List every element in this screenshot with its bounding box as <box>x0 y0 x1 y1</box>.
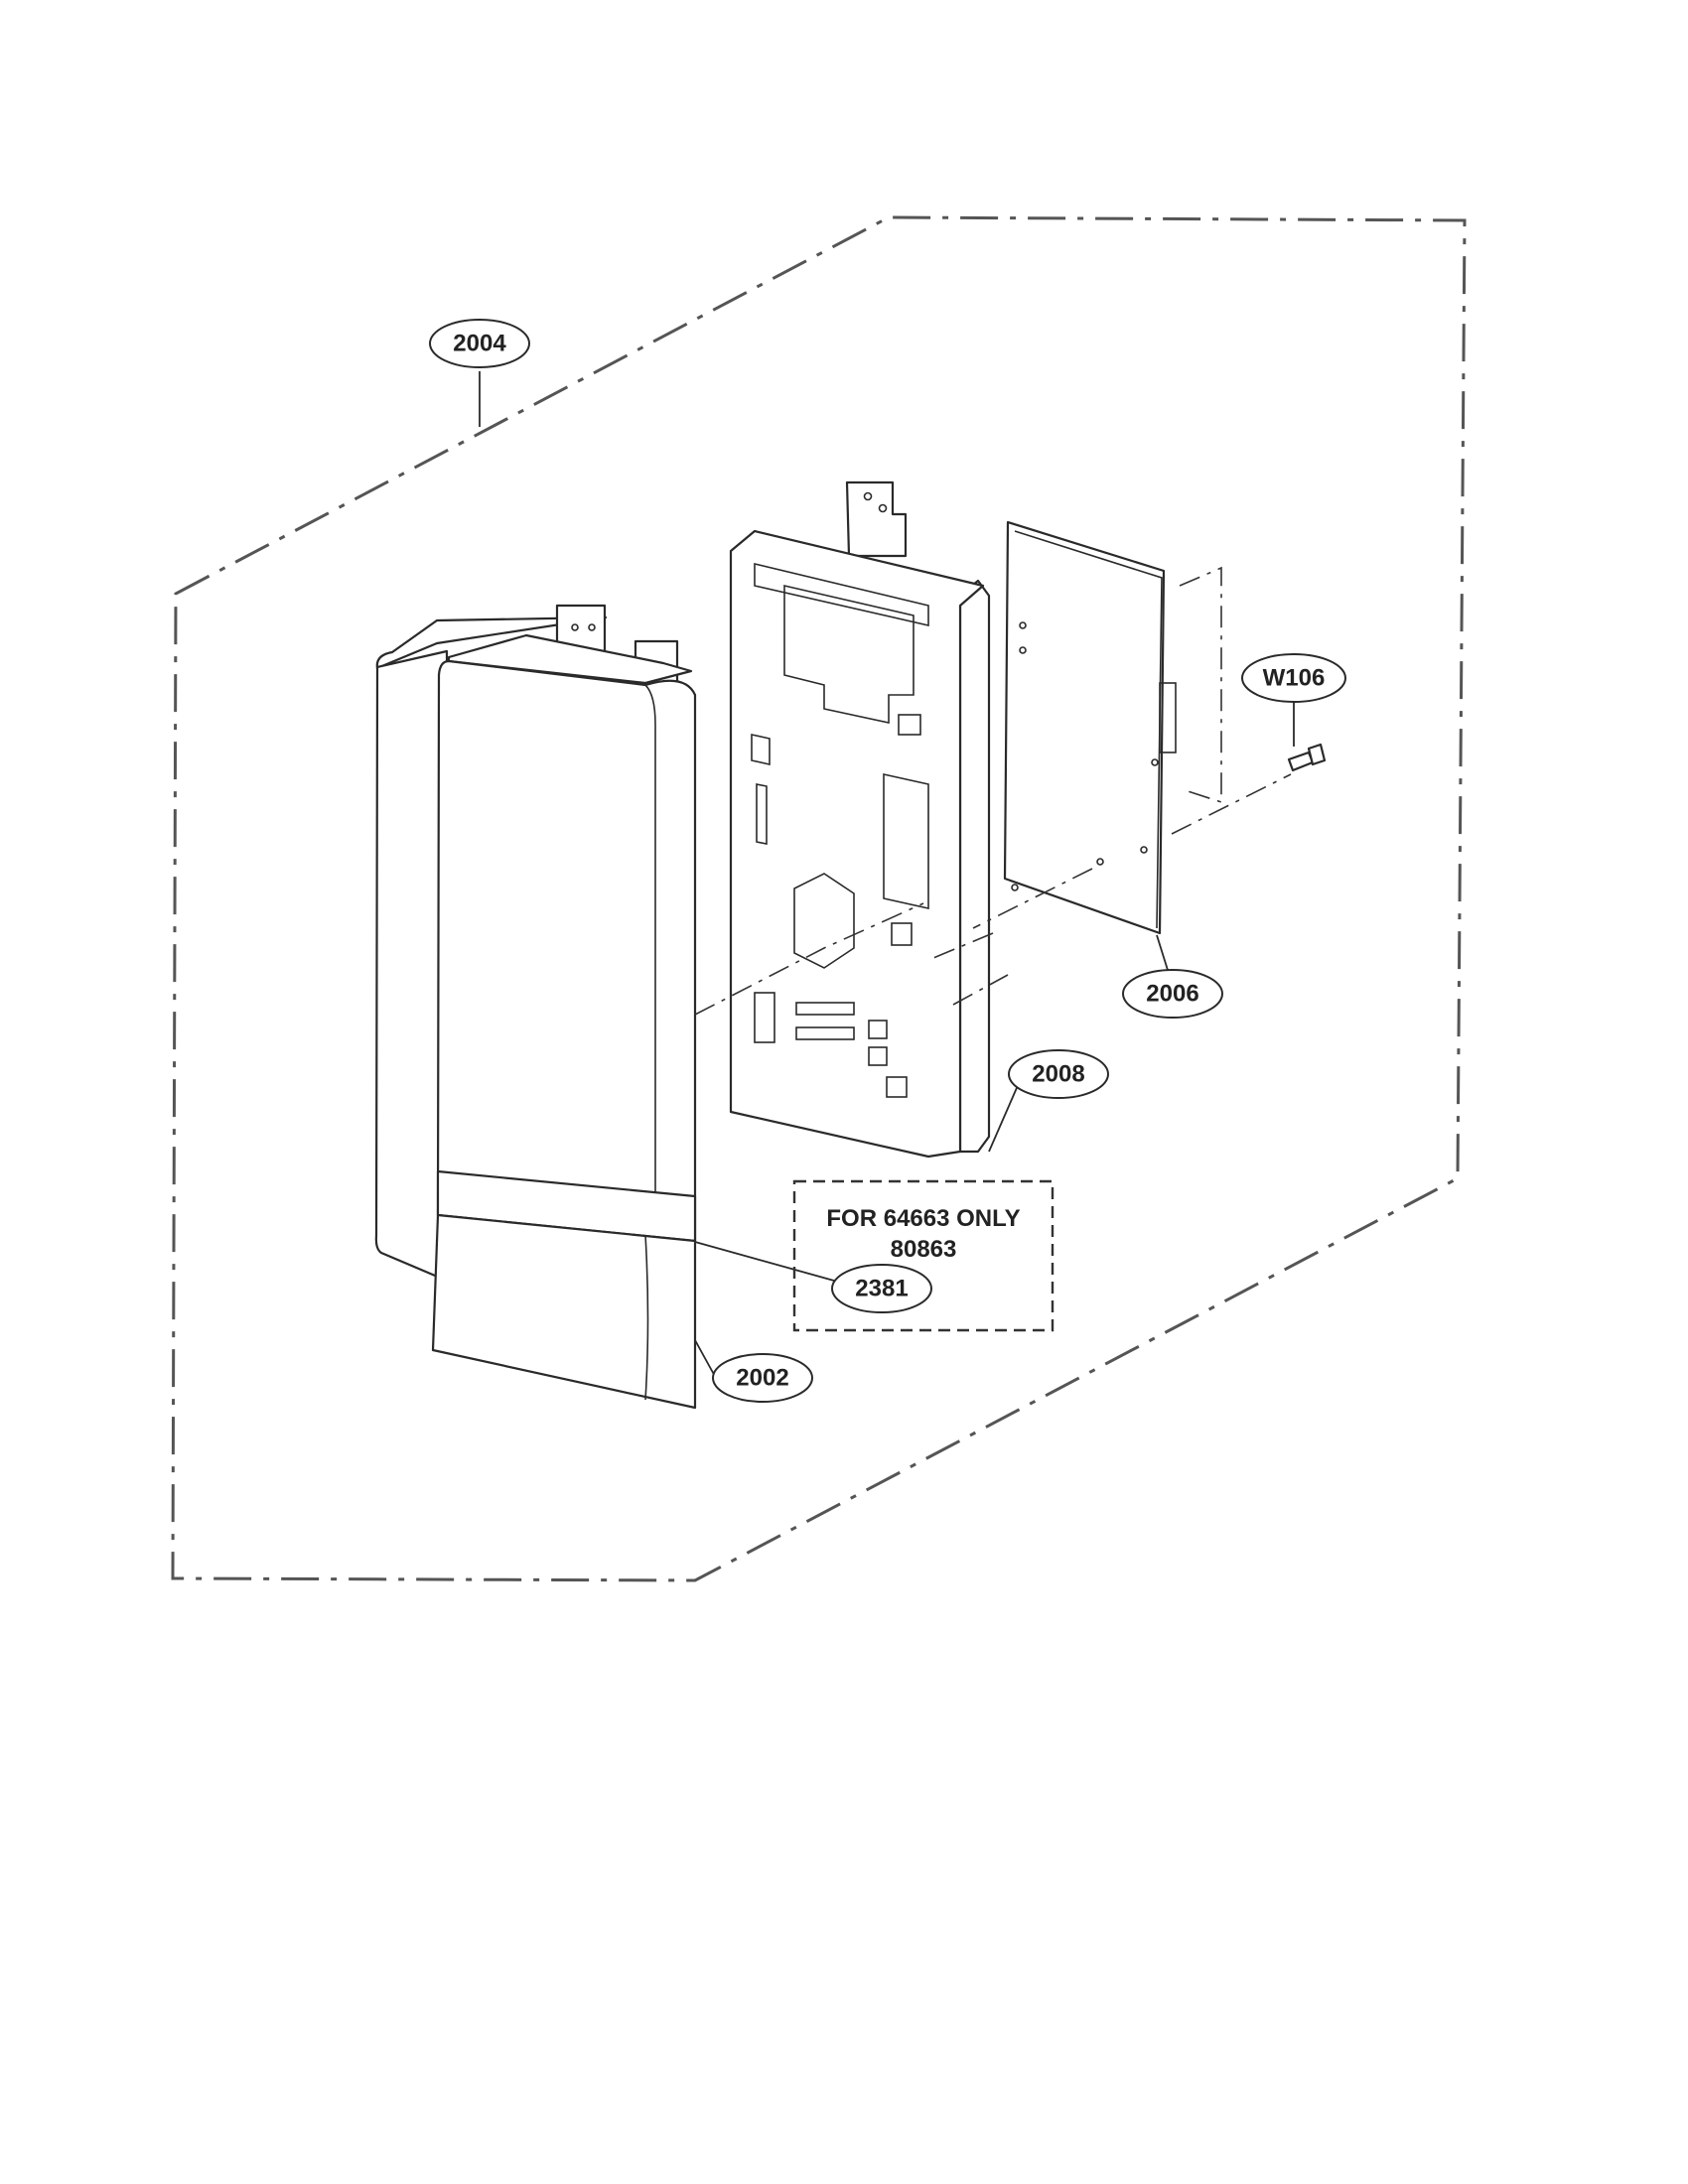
control-frame-part <box>729 480 991 1159</box>
front-cover-part <box>374 604 697 1410</box>
callout-2002: 2002 <box>712 1353 813 1403</box>
callout-2002-label: 2002 <box>736 1364 788 1391</box>
model-note-line1: FOR 64663 ONLY <box>826 1205 1020 1232</box>
callout-2004-label: 2004 <box>453 330 506 356</box>
model-note-line2: 80863 <box>891 1236 957 1263</box>
callout-2381: 2381 <box>831 1264 932 1313</box>
assembly-phantom-lines <box>694 902 1009 1016</box>
callout-w106-label: W106 <box>1263 664 1326 691</box>
callout-2008-label: 2008 <box>1032 1060 1084 1087</box>
screw-part <box>1287 743 1327 772</box>
callout-2008: 2008 <box>1008 1049 1109 1099</box>
callout-2381-label: 2381 <box>855 1275 908 1301</box>
model-note: FOR 64663 ONLY 80863 <box>792 1179 1055 1332</box>
callout-w106: W106 <box>1241 653 1346 703</box>
callout-2004: 2004 <box>429 319 530 368</box>
assembly-boundary <box>171 215 1467 1582</box>
callout-2006: 2006 <box>1122 969 1223 1019</box>
callout-2006-label: 2006 <box>1146 980 1198 1007</box>
pcb-board-part <box>932 520 1292 959</box>
